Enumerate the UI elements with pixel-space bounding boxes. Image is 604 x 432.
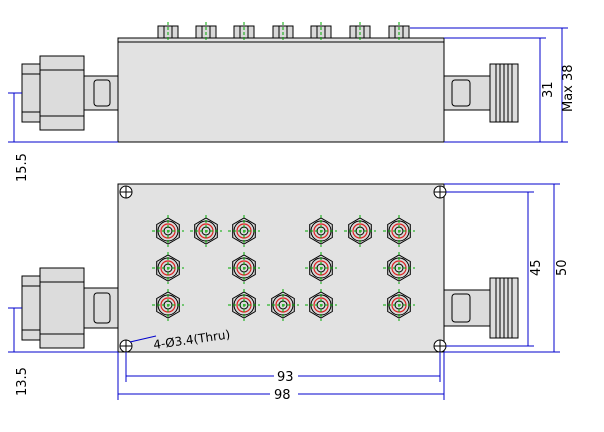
tuning-screw <box>383 289 415 321</box>
tuning-screw <box>228 215 260 247</box>
top-right-connector <box>443 277 519 339</box>
top-outer-height-label: 50 <box>555 259 570 276</box>
side-dimensions: Max 38 31 15.5 <box>8 27 576 182</box>
side-left-connector <box>21 55 119 131</box>
side-tuning-screw <box>349 22 371 42</box>
top-view: 45 50 13.5 93 98 4-Ø3.4(Thru) <box>8 183 570 403</box>
side-tuning-screw <box>157 22 179 42</box>
top-inner-height-label: 45 <box>529 259 544 276</box>
hole-spacing-label: 93 <box>277 370 294 385</box>
side-tuning-screw <box>310 22 332 42</box>
tuning-screw <box>152 215 184 247</box>
top-conn-offset-label: 13.5 <box>15 367 30 396</box>
tuning-screw <box>305 289 337 321</box>
tuning-screw <box>383 215 415 247</box>
tuning-screw <box>228 289 260 321</box>
side-view: Max 38 31 15.5 <box>8 22 576 182</box>
side-tuning-screw <box>233 22 255 42</box>
tuning-screw <box>305 252 337 284</box>
tuning-screw <box>152 289 184 321</box>
side-right-connector <box>443 63 519 123</box>
tuning-screw <box>305 215 337 247</box>
mounting-holes <box>119 185 447 353</box>
tuning-screw <box>267 289 299 321</box>
side-body <box>117 37 445 143</box>
side-conn-offset-label: 15.5 <box>15 153 30 182</box>
tuning-screw <box>152 252 184 284</box>
tuning-screw <box>228 252 260 284</box>
side-max-height-label: Max 38 <box>561 64 576 112</box>
side-tuning-screw <box>388 22 410 42</box>
top-tuning-screws <box>152 215 415 321</box>
overall-length-label: 98 <box>274 388 291 403</box>
side-right-thread <box>495 64 513 122</box>
tuning-screw <box>344 215 376 247</box>
tuning-screw <box>383 252 415 284</box>
top-left-connector <box>21 267 119 349</box>
side-body-height-label: 31 <box>541 81 556 98</box>
side-tuning-screw <box>272 22 294 42</box>
side-tuning-screws <box>157 22 410 42</box>
side-tuning-screw <box>195 22 217 42</box>
tuning-screw <box>190 215 222 247</box>
